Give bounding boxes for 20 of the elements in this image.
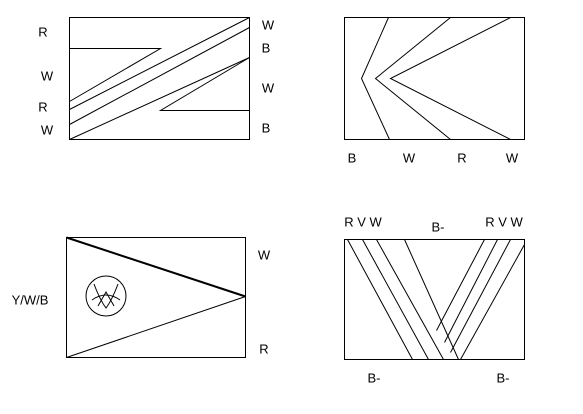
color-code-label: R [259,342,269,356]
color-code-label: W [262,80,274,96]
color-code-label: B- [432,220,444,234]
color-code-label: B [348,150,356,166]
color-code-label: R [38,24,48,40]
color-code-label: B- [496,370,510,386]
color-code-label: B- [368,370,380,386]
color-code-label: W [262,18,274,32]
color-code-label: W [258,248,270,262]
color-code-label: R [38,100,48,114]
color-code-label: W [506,150,518,166]
color-code-label: R [457,150,467,166]
color-code-label: B [262,40,270,56]
color-code-label: R V W [344,214,382,230]
color-code-label: W [40,68,54,84]
color-code-label: W [402,150,416,166]
color-code-label: Y/W/B [12,292,48,308]
color-code-label: B [262,120,270,136]
color-code-label: W [40,122,54,138]
color-code-label: R V W [485,214,523,230]
